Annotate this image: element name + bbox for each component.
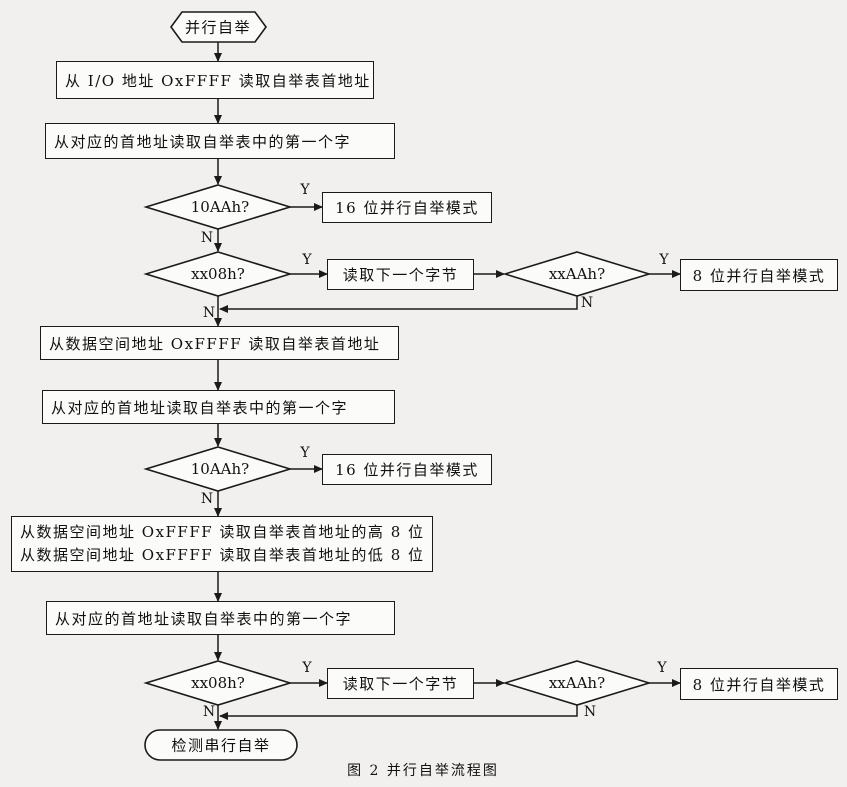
step-read-next-byte-2: 读取下一个字节 bbox=[327, 668, 474, 699]
decision-d5-text: xx08h? bbox=[191, 674, 245, 692]
result-mode8-1: 8 位并行自举模式 bbox=[680, 259, 838, 291]
step-read-next-byte-1: 读取下一个字节 bbox=[327, 259, 474, 290]
result-mode16-2: 16 位并行自举模式 bbox=[322, 454, 492, 485]
decision-d6-text: xxAAh? bbox=[548, 674, 606, 692]
decision-d2-text: xx08h? bbox=[191, 265, 245, 283]
d3-no-label: N bbox=[580, 295, 594, 311]
end-terminator bbox=[144, 729, 298, 761]
end-label: 检测串行自举 bbox=[171, 736, 271, 755]
step-read-io: 从 I/O 地址 OxFFFF 读取自举表首地址 bbox=[56, 61, 374, 99]
result-mode16-1: 16 位并行自举模式 bbox=[322, 192, 492, 223]
d2-yes-label: Y bbox=[302, 252, 312, 268]
d5-no-label: N bbox=[202, 704, 216, 720]
d4-no-label: N bbox=[200, 491, 214, 507]
arrow-d6-no-return bbox=[219, 705, 578, 720]
result-mode8-2: 8 位并行自举模式 bbox=[680, 668, 838, 700]
step-read-data-space: 从数据空间地址 OxFFFF 读取自举表首地址 bbox=[40, 326, 399, 360]
d5-yes-label: Y bbox=[302, 660, 312, 676]
d1-yes-label: Y bbox=[300, 182, 310, 198]
start-label: 并行自举 bbox=[184, 18, 252, 37]
d2-no-label: N bbox=[202, 305, 216, 321]
figure-caption: 图 2 并行自举流程图 bbox=[347, 763, 499, 779]
step-read-low8: 从数据空间地址 OxFFFF 读取自举表首地址的低 8 位 bbox=[20, 546, 425, 564]
d3-yes-label: Y bbox=[659, 252, 669, 268]
d6-no-label: N bbox=[583, 704, 597, 720]
step-read-first-word-1: 从对应的首地址读取自举表中的第一个字 bbox=[45, 123, 395, 159]
d6-yes-label: Y bbox=[657, 660, 667, 676]
d1-no-label: N bbox=[200, 230, 214, 246]
step-read-first-word-2: 从对应的首地址读取自举表中的第一个字 bbox=[42, 390, 395, 424]
arrow-d3-no-return bbox=[219, 296, 578, 313]
decision-d4-text: 10AAh? bbox=[190, 460, 250, 478]
step-read-first-word-3: 从对应的首地址读取自举表中的第一个字 bbox=[46, 601, 395, 635]
decision-d3-text: xxAAh? bbox=[548, 265, 606, 283]
start-terminator bbox=[170, 11, 267, 43]
step-read-high8: 从数据空间地址 OxFFFF 读取自举表首地址的高 8 位 bbox=[20, 523, 425, 541]
d4-yes-label: Y bbox=[300, 445, 310, 461]
decision-d1-text: 10AAh? bbox=[190, 198, 250, 216]
step-read-high-low-8: 从数据空间地址 OxFFFF 读取自举表首地址的高 8 位 从数据空间地址 Ox… bbox=[11, 516, 433, 572]
